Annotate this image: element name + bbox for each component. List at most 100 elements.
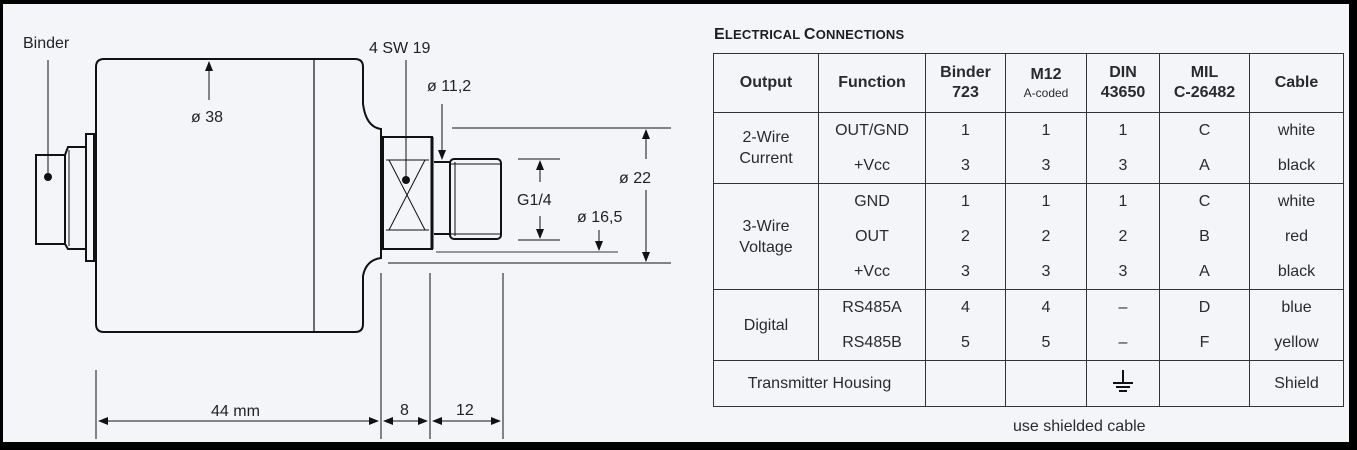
housing-mil-cell [1159,360,1250,407]
function-value: +Vcc [853,157,890,174]
din-value: 3 [1118,157,1128,174]
binder-connector [35,133,95,262]
thread-diameter-label: ø 16,5 [577,209,622,226]
mil-value: A [1199,157,1210,174]
neck-diameter-label: ø 11,2 [427,78,471,95]
din-value: – [1118,334,1128,351]
din-cell: –– [1086,289,1160,361]
dimension-drawing: Binder ø 38 4 SW 19 ø [23,35,671,439]
housing-label: Transmitter Housing [713,360,926,407]
function-value: GND [854,193,890,210]
title-rest-1: LECTRICAL [724,27,801,42]
title-rest-2: ONNECTIONS [815,27,905,42]
section-title: ELECTRICAL CONNECTIONS [714,26,904,44]
cable-value: white [1277,193,1316,210]
thread-length-label: 12 [456,402,474,419]
function-value: RS485B [842,334,902,351]
m12-value: 2 [1041,228,1051,245]
wrench-size-label: 4 SW 19 [369,40,430,57]
header-cable: Cable [1249,53,1344,113]
title-cap-2: C [803,26,816,43]
m12-value: 3 [1041,157,1051,174]
m12-value: 3 [1041,263,1051,280]
output-subtype: Current [739,150,793,167]
m12-cell: 1 2 3 [1005,183,1087,290]
binder-value: 2 [961,228,970,245]
thread-label: G1/4 [517,192,552,209]
mil-value: D [1198,299,1211,316]
title-cap-1: E [714,26,725,43]
transmitter-body [95,58,382,333]
housing-din-cell [1086,360,1160,407]
function-cell: OUT/GND +Vcc [818,112,926,184]
shielded-cable-note: use shielded cable [1013,418,1146,435]
body-diameter-label: ø 38 [191,109,223,126]
binder-value: 3 [961,263,970,280]
cable-value: yellow [1274,334,1319,351]
datasheet-page: Binder ø 38 4 SW 19 ø [3,4,1349,442]
binder-label: Binder [23,35,70,52]
housing-binder-cell [925,360,1006,407]
function-value: OUT [855,228,889,245]
ground-icon [1113,370,1133,392]
binder-value: 3 [961,157,970,174]
din-value: 1 [1118,193,1128,210]
hex-diameter-label: ø 22 [619,170,651,187]
hex-nut [380,136,434,250]
output-type: Digital [743,316,789,334]
cable-value: black [1277,157,1316,174]
housing-m12-cell [1005,360,1087,407]
output-subtype: Voltage [739,238,793,256]
m12-value: 4 [1041,299,1051,316]
cable-cell: white black [1249,112,1344,184]
din-cell: 1 2 3 [1086,183,1160,290]
output-type: 2-Wire [742,129,790,146]
output-type: 3-Wire [742,217,790,235]
binder-value: 1 [961,193,970,210]
function-value: +Vcc [853,263,890,280]
header-output: Output [713,53,819,113]
binder-value: 4 [961,299,970,316]
mil-value: F [1199,334,1210,351]
m12-value: 1 [1041,122,1051,139]
function-value: OUT/GND [835,122,909,139]
binder-value: 5 [961,334,970,351]
header-function: Function [818,53,926,113]
m12-value: 1 [1041,193,1051,210]
din-value: 2 [1118,228,1128,245]
cable-value: white [1277,122,1316,139]
function-cell: GND OUT +Vcc [818,183,926,290]
binder-value: 1 [961,122,970,139]
binder-cell: 1 2 3 [925,183,1006,290]
function-cell: RS485A RS485B [818,289,926,361]
din-value: 3 [1118,263,1128,280]
length-ext-lines [95,273,504,439]
m12-value: 5 [1041,334,1051,351]
thread-fitting [434,158,502,240]
mil-value: A [1199,263,1210,280]
mil-value: C [1198,122,1211,139]
cable-value: black [1277,263,1316,280]
body-length-label: 44 mm [211,403,260,420]
function-value: RS485A [842,299,902,316]
